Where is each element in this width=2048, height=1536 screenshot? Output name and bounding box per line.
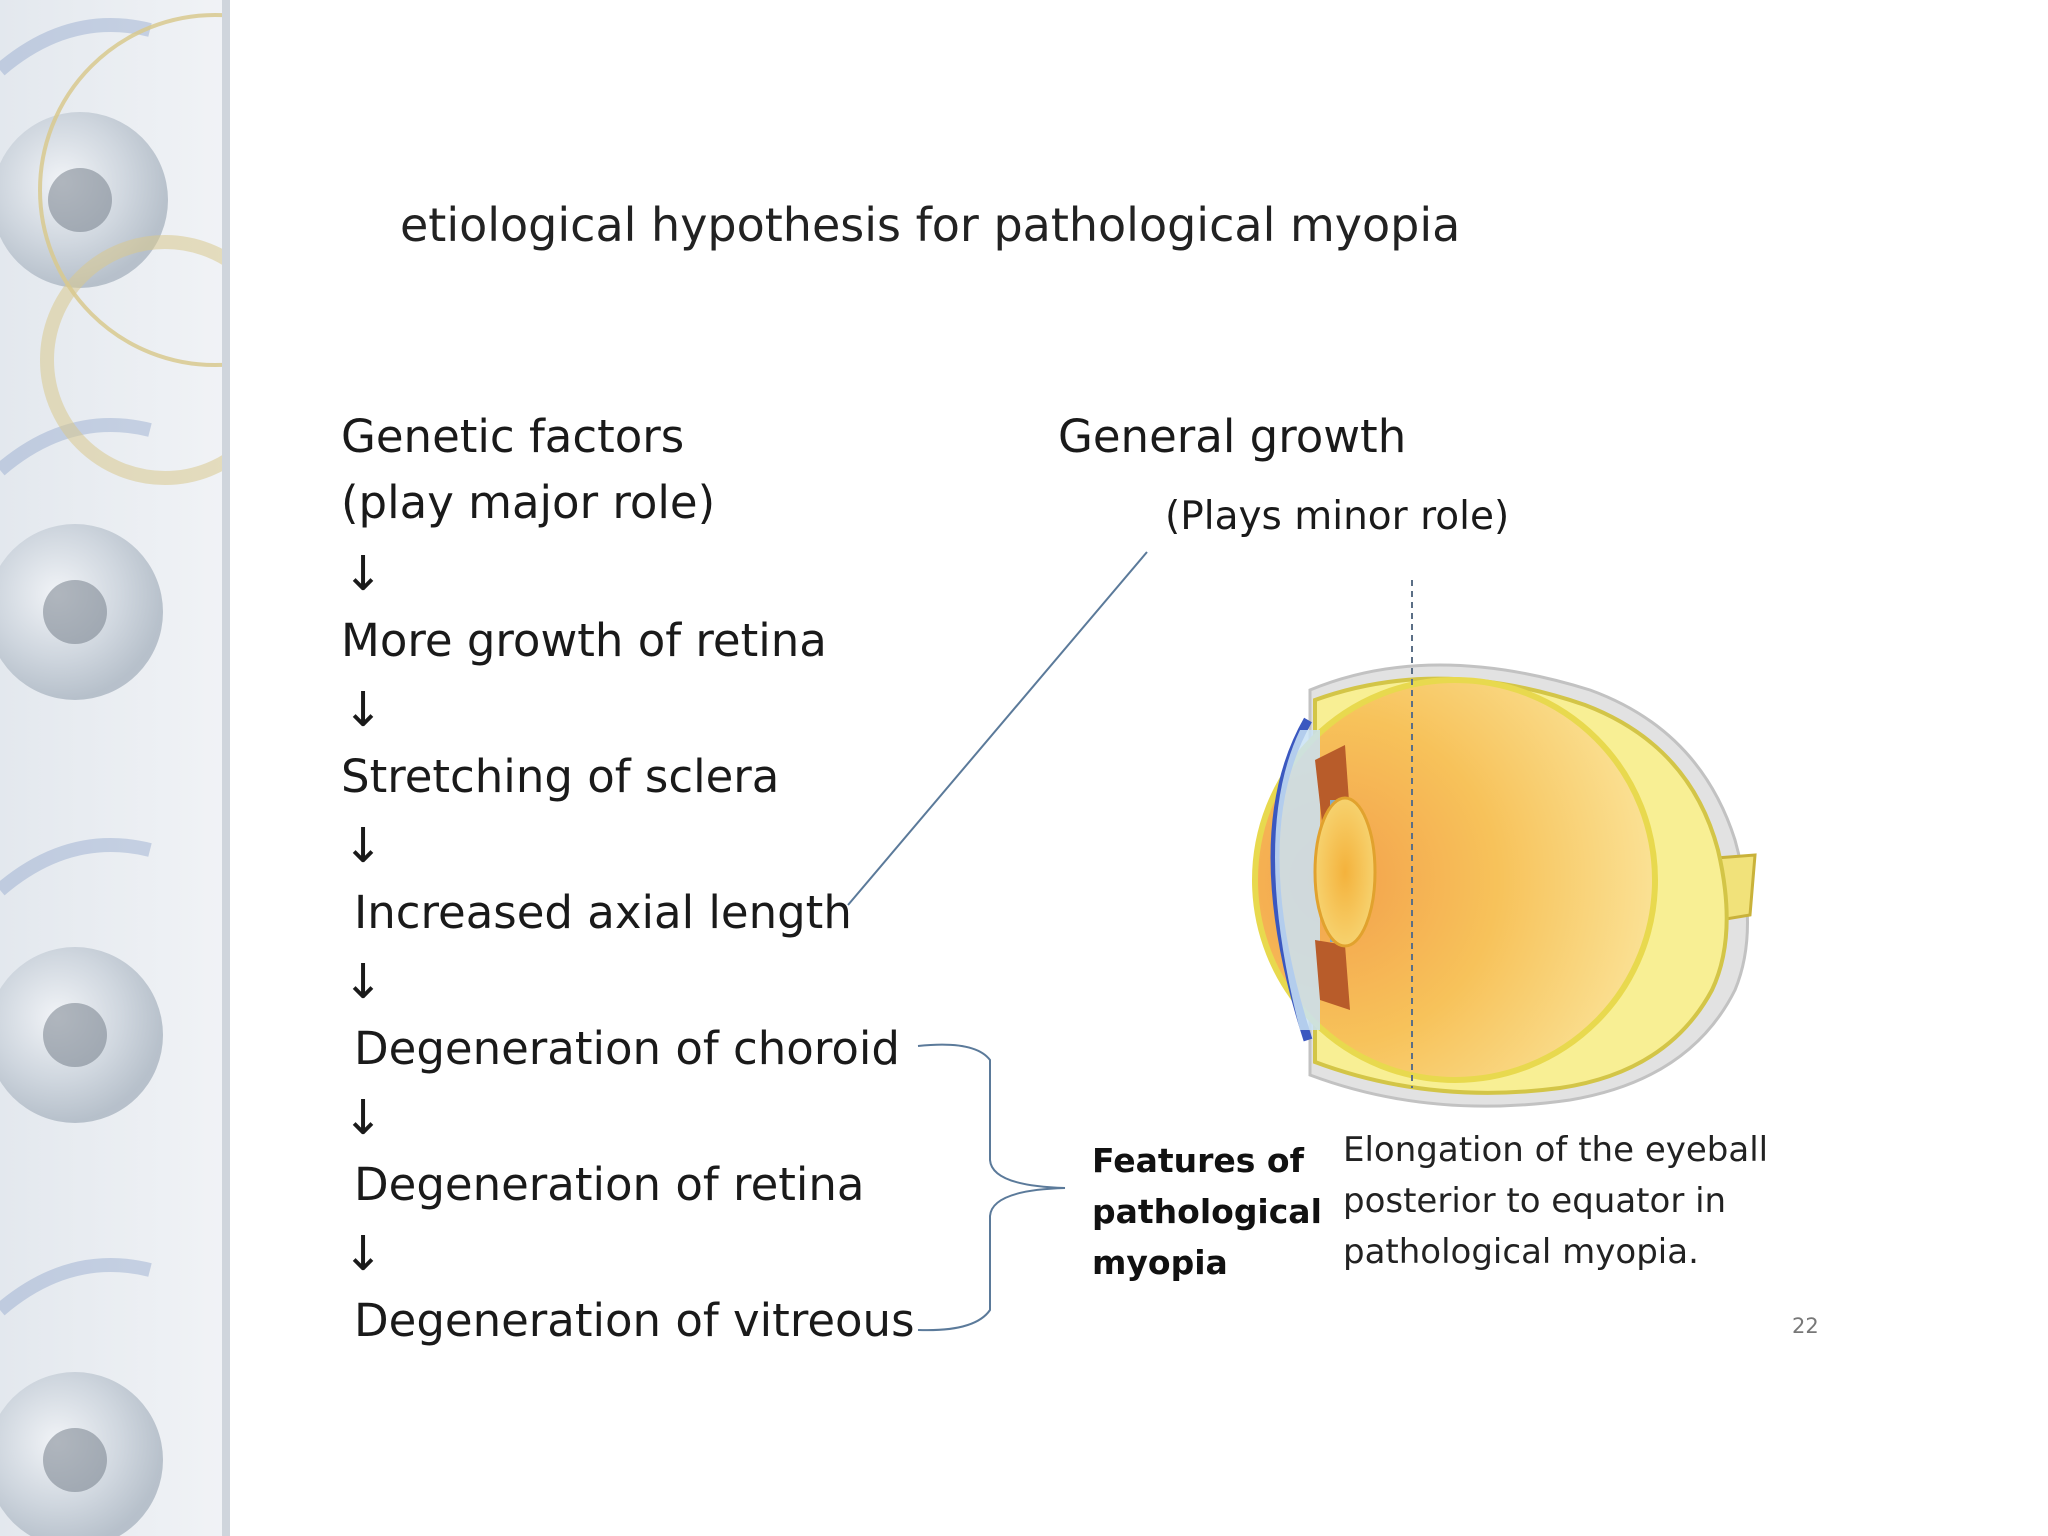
- decorative-sidebar: [0, 0, 230, 1536]
- caption-line: posterior to equator in: [1343, 1181, 1727, 1221]
- features-label: Features of pathological myopia: [1092, 1135, 1322, 1288]
- step-stretching-sclera: Stretching of sclera: [341, 750, 780, 803]
- general-growth-label: General growth: [1058, 410, 1407, 463]
- features-bracket: [917, 1043, 1066, 1332]
- down-arrow-icon: ↓: [343, 1226, 384, 1282]
- down-arrow-icon: ↓: [343, 818, 384, 874]
- features-line: pathological: [1092, 1192, 1322, 1231]
- step-degeneration-choroid: Degeneration of choroid: [354, 1022, 900, 1075]
- step-degeneration-vitreous: Degeneration of vitreous: [354, 1294, 915, 1347]
- caption-line: Elongation of the eyeball: [1343, 1130, 1769, 1170]
- down-arrow-icon: ↓: [343, 546, 384, 602]
- eyeball-cross-section-icon: [1252, 580, 1757, 1108]
- eyeball-caption: Elongation of the eyeball posterior to e…: [1343, 1125, 1813, 1278]
- caption-line: pathological myopia.: [1343, 1232, 1699, 1272]
- down-arrow-icon: ↓: [343, 954, 384, 1010]
- slide-number: 22: [1792, 1314, 1819, 1338]
- step-degeneration-retina: Degeneration of retina: [354, 1158, 865, 1211]
- features-line: myopia: [1092, 1243, 1228, 1282]
- down-arrow-icon: ↓: [343, 682, 384, 738]
- growth-connector-line: [847, 551, 1148, 906]
- genetic-factors-label: Genetic factors: [341, 410, 685, 463]
- step-more-growth-retina: More growth of retina: [341, 614, 827, 667]
- down-arrow-icon: ↓: [343, 1090, 384, 1146]
- features-line: Features of: [1092, 1141, 1304, 1180]
- slide-title: etiological hypothesis for pathological …: [400, 198, 1461, 252]
- general-growth-role: (Plays minor role): [1165, 494, 1510, 539]
- genetic-role-label: (play major role): [341, 476, 716, 529]
- step-increased-axial-length: Increased axial length: [354, 886, 852, 939]
